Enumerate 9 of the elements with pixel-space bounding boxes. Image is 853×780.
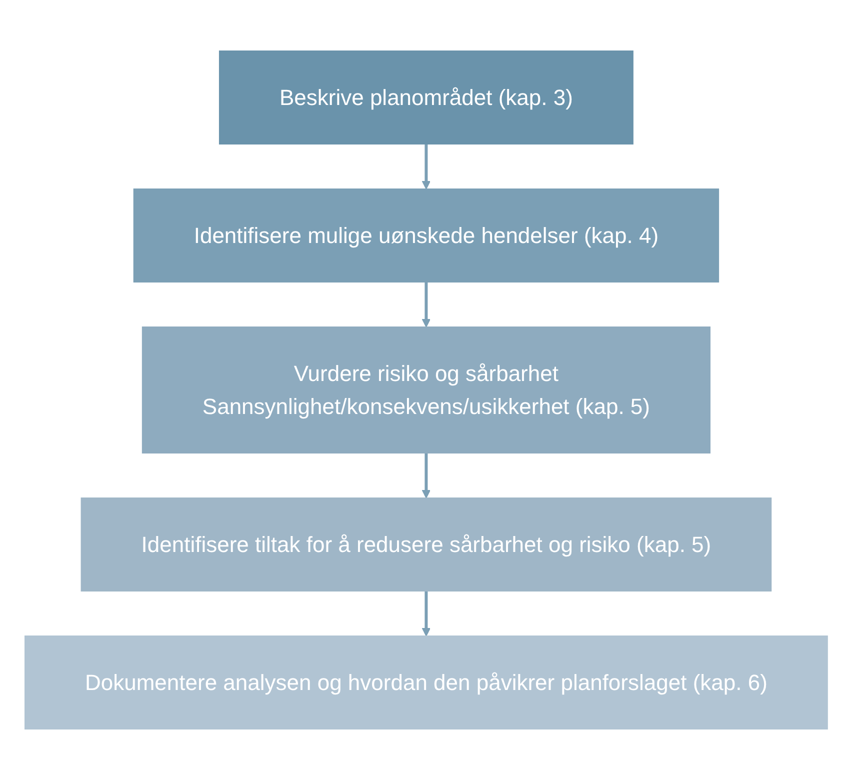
arrow xyxy=(422,453,431,498)
arrow xyxy=(422,591,431,636)
node-box: Identifisere mulige uønskede hendelser (kap. 4) xyxy=(134,188,720,282)
arrow xyxy=(422,144,431,190)
node-box: Dokumentere analysen og hvordan den påvikrer planforslaget (kap. 6) xyxy=(24,636,828,730)
node-box: Vurdere risiko og sårbarhet Sannsynlighet/konsekvens/usikkerhet (kap. 5) xyxy=(142,326,711,454)
node-box: Beskrive planområdet (kap. 3) xyxy=(219,50,634,144)
arrow xyxy=(422,282,431,328)
node-box: Identifisere tiltak for å redusere sårbarhet og risiko (kap. 5) xyxy=(81,498,772,592)
